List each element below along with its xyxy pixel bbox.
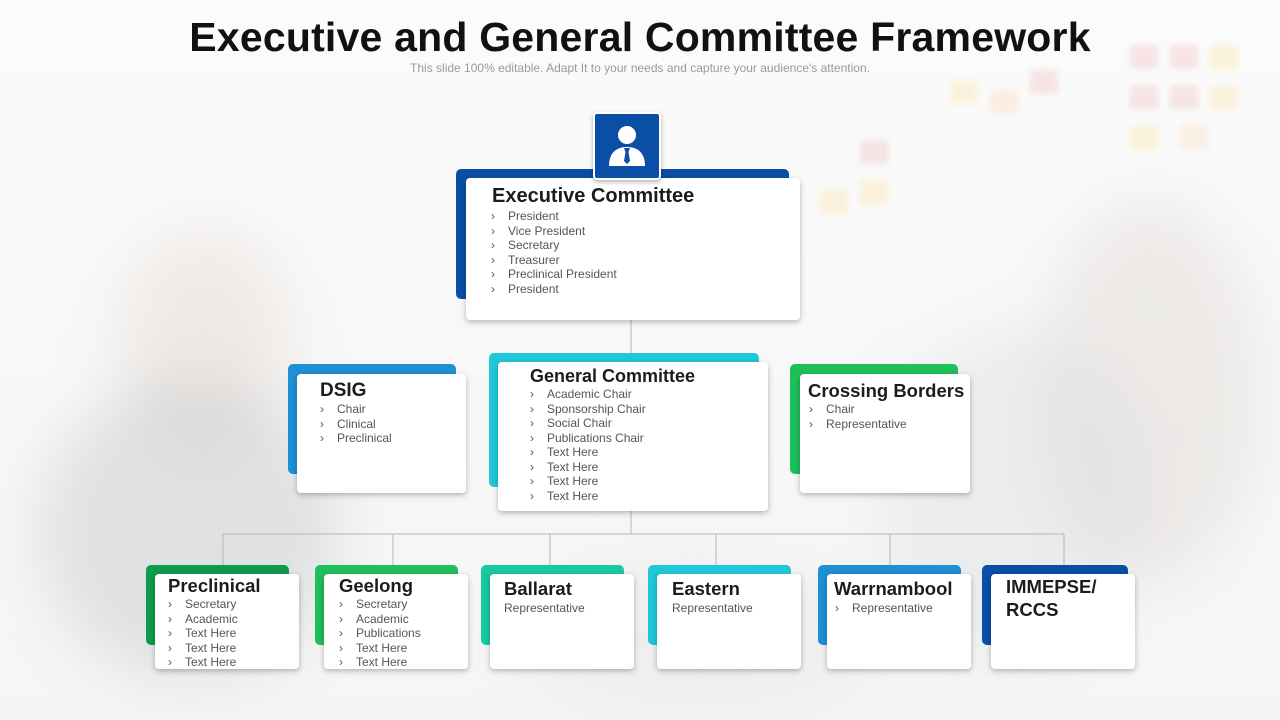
general-list: Academic Chair Sponsorship Chair Social … — [529, 387, 646, 503]
warrnambool-title: Warrnambool — [834, 578, 953, 599]
crossing-list: Chair Representative — [808, 402, 907, 431]
executive-committee-title: Executive Committee — [492, 185, 695, 207]
list-item: Secretary — [338, 597, 421, 612]
list-item: Text Here — [529, 460, 646, 475]
list-item: Academic — [338, 612, 421, 627]
ballarat-title: Ballarat — [504, 578, 572, 599]
list-item: Text Here — [167, 641, 238, 656]
list-item: Secretary — [490, 238, 617, 253]
list-item: Publications — [338, 626, 421, 641]
general-committee-box: General Committee Academic Chair Sponsor… — [489, 353, 769, 512]
list-item: Publications Chair — [529, 431, 646, 446]
immepse-box: IMMEPSE/ RCCS — [982, 565, 1136, 670]
general-card: General Committee Academic Chair Sponsor… — [498, 362, 768, 511]
list-item: Text Here — [529, 445, 646, 460]
executive-committee-box: Executive Committee President Vice Presi… — [456, 169, 801, 321]
list-item: President — [490, 282, 617, 297]
dsig-list: Chair Clinical Preclinical — [319, 402, 392, 446]
list-item: Sponsorship Chair — [529, 402, 646, 417]
user-tie-icon — [593, 112, 661, 180]
list-item: Vice President — [490, 224, 617, 239]
general-committee-title: General Committee — [530, 366, 696, 386]
warrnambool-box: Warrnambool Representative — [818, 565, 972, 670]
immepse-title-line1: IMMEPSE/ — [1006, 576, 1097, 597]
list-item: Chair — [319, 402, 392, 417]
warrnambool-list: Representative — [834, 601, 933, 616]
preclinical-list: Secretary Academic Text Here Text Here T… — [167, 597, 238, 670]
geelong-box: Geelong Secretary Academic Publications … — [315, 565, 469, 670]
dsig-box: DSIG Chair Clinical Preclinical — [288, 364, 468, 494]
list-item: Text Here — [529, 489, 646, 504]
geelong-card: Geelong Secretary Academic Publications … — [324, 574, 468, 669]
eastern-box: Eastern Representative — [648, 565, 802, 670]
preclinical-card: Preclinical Secretary Academic Text Here… — [155, 574, 299, 669]
preclinical-title: Preclinical — [168, 575, 261, 596]
immepse-title-line2: RCCS — [1006, 599, 1059, 620]
eastern-text: Representative — [672, 601, 753, 615]
list-item: Text Here — [167, 655, 238, 670]
geelong-title: Geelong — [339, 575, 414, 596]
list-item: Secretary — [167, 597, 238, 612]
list-item: Text Here — [338, 655, 421, 670]
geelong-list: Secretary Academic Publications Text Her… — [338, 597, 421, 670]
list-item: Chair — [808, 402, 907, 417]
ballarat-text: Representative — [504, 601, 585, 615]
list-item: Clinical — [319, 417, 392, 432]
list-item: Treasurer — [490, 253, 617, 268]
list-item: Text Here — [529, 474, 646, 489]
crossing-borders-title: Crossing Borders — [808, 380, 965, 401]
list-item: Preclinical — [319, 431, 392, 446]
preclinical-box: Preclinical Secretary Academic Text Here… — [146, 565, 300, 670]
eastern-title: Eastern — [672, 578, 740, 599]
list-item: Academic Chair — [529, 387, 646, 402]
immepse-card: IMMEPSE/ RCCS — [991, 574, 1135, 669]
ballarat-card: Ballarat Representative — [490, 574, 634, 669]
ballarat-box: Ballarat Representative — [481, 565, 635, 670]
eastern-card: Eastern Representative — [657, 574, 801, 669]
list-item: Preclinical President — [490, 267, 617, 282]
executive-list: President Vice President Secretary Treas… — [490, 209, 617, 296]
list-item: Social Chair — [529, 416, 646, 431]
list-item: Representative — [808, 417, 907, 432]
list-item: Academic — [167, 612, 238, 627]
list-item: President — [490, 209, 617, 224]
page-subtitle: This slide 100% editable. Adapt It to yo… — [410, 61, 870, 75]
list-item: Text Here — [338, 641, 421, 656]
executive-card: Executive Committee President Vice Presi… — [466, 178, 800, 320]
crossing-borders-box: Crossing Borders Chair Representative — [790, 364, 971, 494]
page-title: Executive and General Committee Framewor… — [189, 14, 1091, 60]
dsig-title: DSIG — [320, 380, 367, 401]
dsig-card: DSIG Chair Clinical Preclinical — [297, 374, 466, 493]
crossing-card: Crossing Borders Chair Representative — [800, 374, 970, 493]
list-item: Representative — [834, 601, 933, 616]
list-item: Text Here — [167, 626, 238, 641]
warrnambool-card: Warrnambool Representative — [827, 574, 971, 669]
